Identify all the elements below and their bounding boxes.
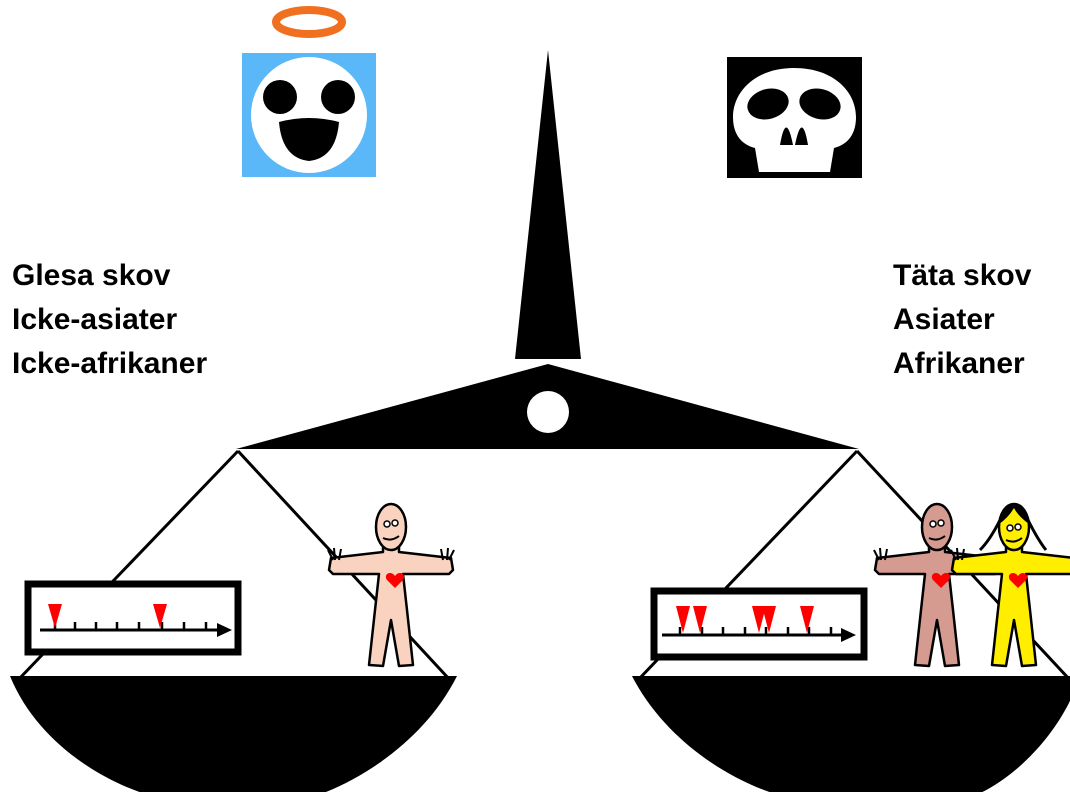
person-left-eye bbox=[930, 521, 936, 527]
right-label-asians: Asiater bbox=[893, 298, 1031, 342]
person-icon bbox=[328, 504, 454, 666]
skull-icon bbox=[727, 57, 862, 178]
person-left-eye bbox=[384, 521, 390, 527]
halo-icon bbox=[276, 10, 342, 34]
girl-head bbox=[999, 504, 1029, 550]
girl-icon bbox=[951, 504, 1070, 666]
left-label-relapses: Glesa skov bbox=[12, 254, 207, 298]
right-label-africans: Afrikaner bbox=[893, 342, 1031, 386]
left-side-labels: Glesa skov Icke-asiater Icke-afrikaner bbox=[12, 254, 207, 386]
left-label-non-africans: Icke-afrikaner bbox=[12, 342, 207, 386]
right-eye bbox=[321, 80, 355, 114]
person-head bbox=[376, 504, 406, 550]
scale-pivot bbox=[527, 391, 569, 433]
left-timeline-box bbox=[28, 584, 238, 652]
scale-needle bbox=[515, 50, 581, 359]
girl-right-eye bbox=[1015, 524, 1021, 530]
scale-structure bbox=[10, 50, 1070, 792]
right-side-labels: Täta skov Asiater Afrikaner bbox=[893, 254, 1031, 386]
girl-left-eye bbox=[1007, 525, 1013, 531]
girl-body bbox=[952, 545, 1070, 666]
right-pan bbox=[632, 676, 1070, 792]
person-right-eye bbox=[392, 520, 398, 526]
left-timeline-frame bbox=[28, 584, 238, 652]
right-label-relapses: Täta skov bbox=[893, 254, 1031, 298]
person-head bbox=[922, 504, 952, 550]
left-label-non-asians: Icke-asiater bbox=[12, 298, 207, 342]
angel-face-icon bbox=[242, 10, 376, 177]
left-pan bbox=[10, 676, 457, 792]
person-body bbox=[329, 545, 453, 666]
left-eye bbox=[263, 80, 297, 114]
right-timeline-box bbox=[654, 591, 864, 657]
person-right-eye bbox=[938, 520, 944, 526]
